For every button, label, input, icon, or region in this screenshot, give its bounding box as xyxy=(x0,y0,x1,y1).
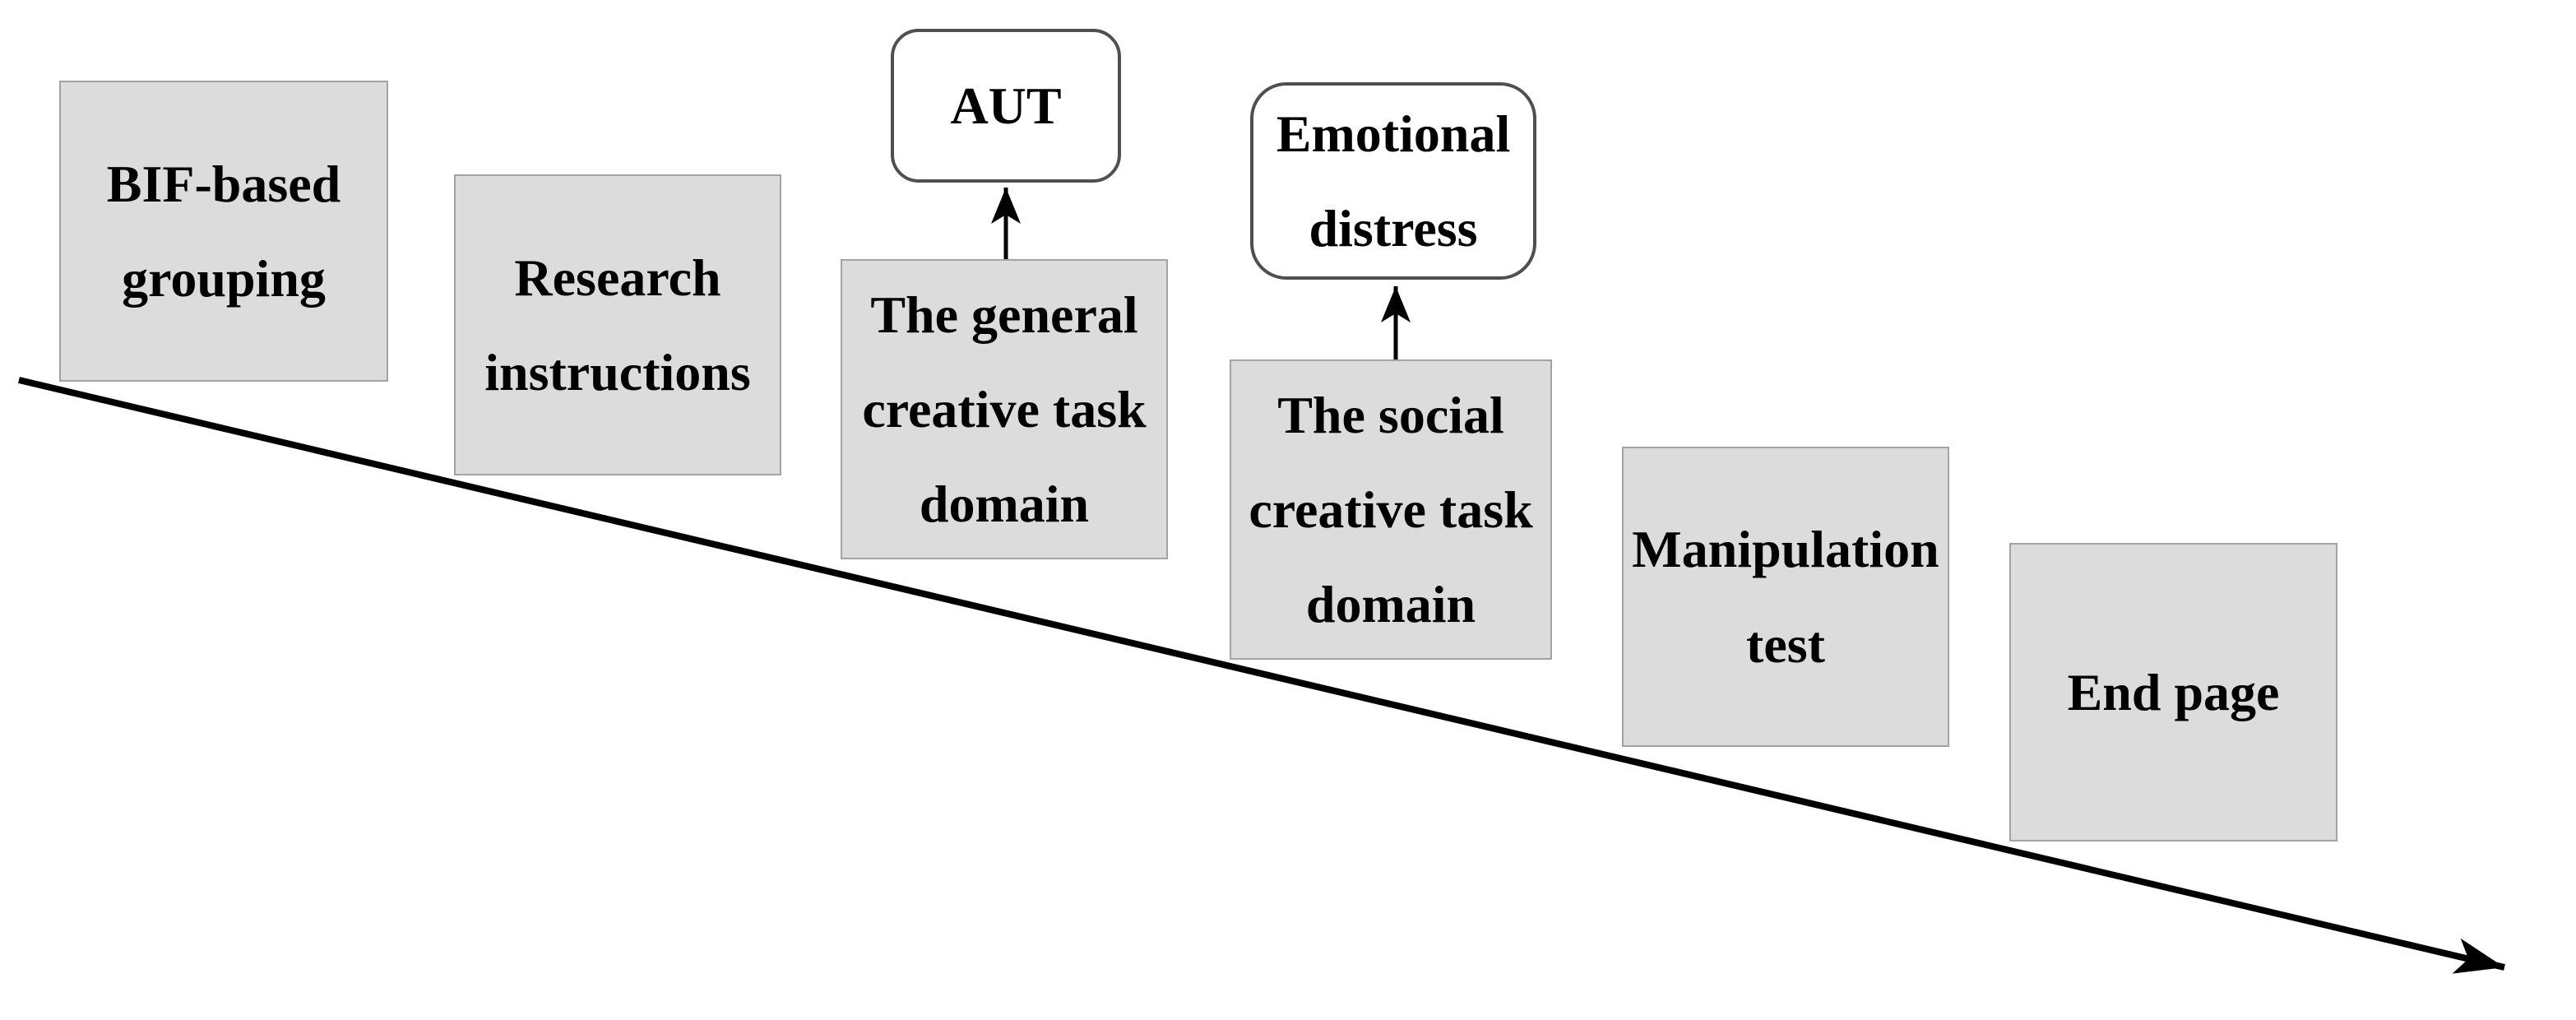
step-box-end-page: End page xyxy=(2009,543,2337,842)
step-box-research-instructions: Research instructions xyxy=(454,174,781,475)
step-label: End page xyxy=(2067,662,2280,721)
step-label: Research instructions xyxy=(484,248,751,401)
step-label: BIF-based grouping xyxy=(106,154,341,308)
step-label: The social creative task domain xyxy=(1249,385,1533,634)
step-box-social-creative-task-domain: The social creative task domain xyxy=(1230,359,1552,660)
measure-bubble-aut: AUT xyxy=(891,29,1121,183)
step-box-bif-based-grouping: BIF-based grouping xyxy=(59,81,388,382)
measure-label: AUT xyxy=(950,76,1062,135)
measure-bubble-emotional-distress: Emotional distress xyxy=(1250,82,1536,280)
step-label: The general creative task domain xyxy=(862,285,1147,534)
timeline-arrow xyxy=(18,377,2505,974)
step-box-manipulation-test: Manipulation test xyxy=(1622,447,1949,747)
step-label: Manipulation test xyxy=(1632,520,1939,674)
measure-label: Emotional distress xyxy=(1276,104,1511,257)
step-box-general-creative-task-domain: The general creative task domain xyxy=(841,259,1168,559)
